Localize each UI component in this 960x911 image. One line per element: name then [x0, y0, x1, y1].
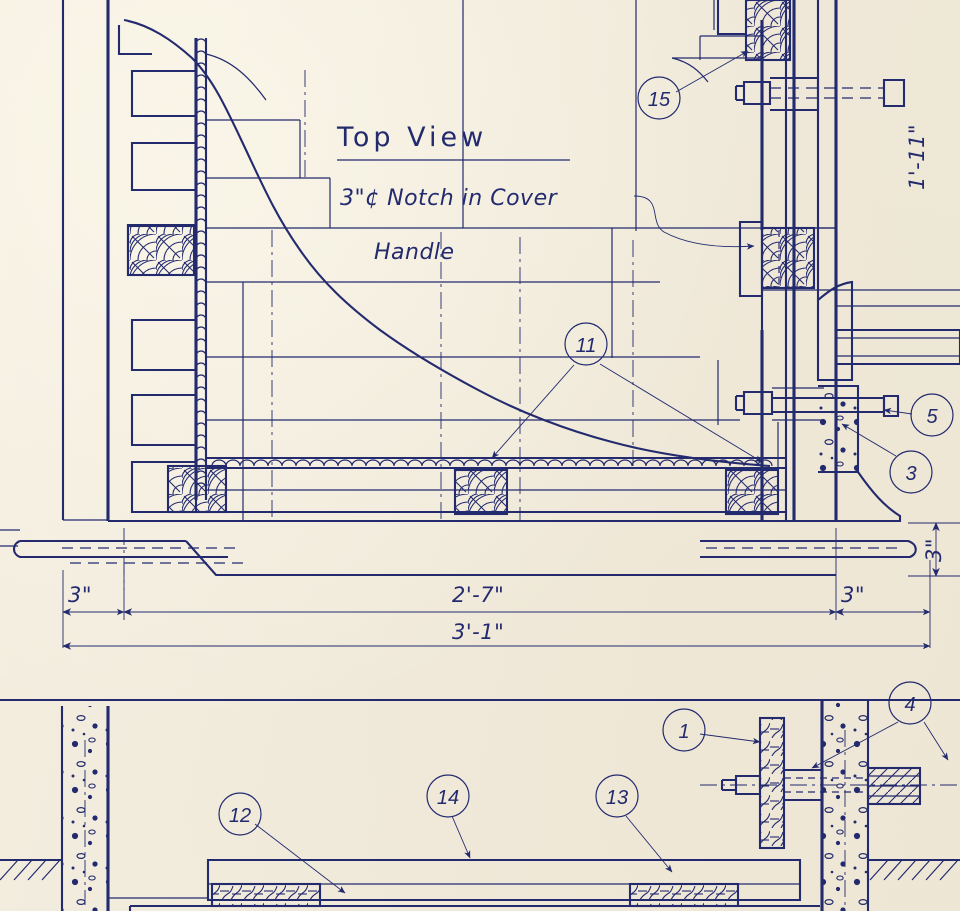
dim-overall-height: 1'-11"	[905, 123, 929, 190]
dim-right-margin: 3"	[841, 583, 866, 607]
break-line	[123, 18, 771, 468]
balloon-1-label: 1	[678, 721, 689, 743]
concrete-wall-right-top	[816, 280, 960, 523]
corner-block-lower-left	[166, 464, 228, 514]
balloon-14-label: 14	[437, 787, 459, 809]
balloon-15[interactable]: 15	[637, 50, 749, 120]
right-flange-assembly	[671, 0, 836, 521]
ground-hatch-right	[869, 859, 959, 881]
balloon-4-label: 4	[904, 694, 915, 716]
dim-inner-span: 2'-7"	[452, 583, 505, 607]
edge-lugs	[117, 25, 198, 514]
corner-block-upper-left	[126, 224, 196, 277]
dim-overall-width: 3'-1"	[452, 620, 505, 644]
gasket-strip-left	[194, 38, 208, 500]
ground-hatch-left	[0, 859, 61, 881]
balloon-14[interactable]: 14	[426, 774, 471, 859]
bottom-view	[0, 698, 960, 911]
bottom-wood-blocks	[453, 468, 780, 516]
balloon-4[interactable]: 4	[811, 681, 949, 769]
edge-thickness-dim	[908, 522, 960, 577]
balloon-1[interactable]: 1	[662, 708, 761, 752]
notch-leader	[633, 195, 755, 250]
handle-rail	[0, 528, 917, 590]
balloon-3[interactable]: 3	[841, 423, 933, 494]
dimension-lines	[62, 528, 931, 650]
balloon-12-label: 12	[229, 805, 251, 827]
balloon-5-label: 5	[926, 406, 938, 428]
note-notch-in-cover: 3"¢ Notch in Cover	[340, 186, 558, 211]
dim-left-margin: 3"	[68, 583, 93, 607]
dim-edge-thickness: 3"	[922, 537, 946, 562]
balloon-13[interactable]: 13	[595, 774, 673, 873]
bolt-lower	[734, 387, 900, 421]
balloon-3-label: 3	[905, 463, 916, 485]
balloon-15-label: 15	[648, 89, 671, 111]
top-view-outline	[61, 0, 838, 523]
top-view-grid	[206, 0, 836, 520]
balloon-5[interactable]: 5	[883, 393, 954, 437]
balloon-11-label: 11	[576, 335, 597, 357]
top-view-title: Top View	[337, 122, 488, 153]
note-handle: Handle	[374, 240, 455, 265]
balloon-13-label: 13	[606, 787, 628, 809]
bolt-upper	[734, 76, 906, 112]
balloon-11[interactable]: 11	[491, 322, 763, 463]
balloon-12[interactable]: 12	[218, 792, 346, 894]
